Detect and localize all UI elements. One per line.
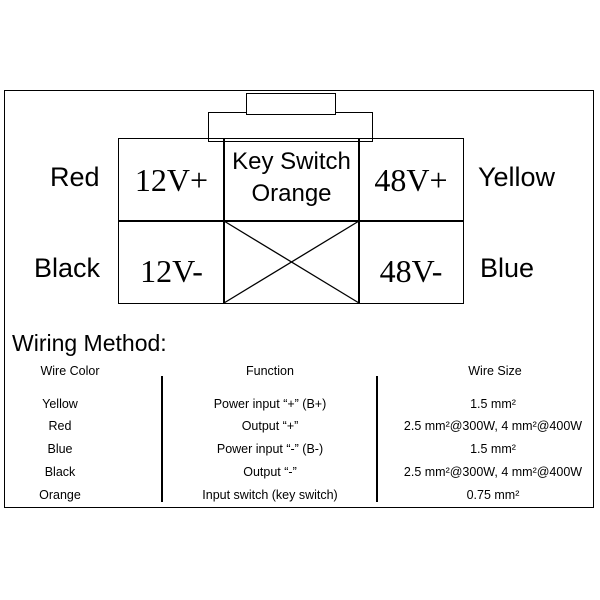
voltage-bottom-left: 12V- (140, 253, 203, 289)
row-wire-color: Blue (47, 442, 73, 456)
row-wire-size: 1.5 mm² (470, 397, 516, 411)
cell-bottom-right (358, 220, 464, 304)
wiring-method-heading: Wiring Method: (12, 330, 167, 356)
col-header-wire-size: Wire Size (468, 364, 522, 378)
diagram-frame (4, 90, 594, 508)
row-wire-size: 0.75 mm² (466, 488, 520, 502)
wire-label-blue: Blue (480, 253, 535, 283)
wire-label-yellow: Yellow (478, 162, 556, 192)
row-wire-size: 2.5 mm²@300W, 4 mm²@400W (403, 465, 583, 479)
row-wire-color: Black (44, 465, 76, 479)
cell-bottom-left (118, 220, 225, 304)
voltage-top-right: 48V+ (374, 162, 448, 198)
row-function: Power input “+” (B+) (213, 397, 327, 411)
row-wire-color: Red (48, 419, 72, 433)
wire-label-red: Red (50, 162, 100, 192)
column-divider-1 (161, 376, 163, 502)
cell-bottom-center (223, 220, 360, 304)
cell-top-left (118, 138, 225, 222)
cell-top-right (358, 138, 464, 222)
key-switch-label: Key Switch Orange (223, 146, 360, 210)
col-header-wire-color: Wire Color (40, 364, 100, 378)
row-wire-size: 2.5 mm²@300W, 4 mm²@400W (403, 419, 583, 433)
row-function: Input switch (key switch) (202, 488, 338, 502)
row-function: Power input “-” (B-) (216, 442, 324, 456)
row-wire-size: 1.5 mm² (470, 442, 516, 456)
col-header-function: Function (246, 364, 294, 378)
row-function: Output “+” (241, 419, 299, 433)
voltage-top-left: 12V+ (134, 162, 209, 198)
key-switch-line1: Key Switch (232, 148, 351, 175)
empty-slot-cross (223, 220, 360, 304)
row-wire-color: Orange (39, 488, 81, 502)
voltage-bottom-right: 48V- (379, 253, 443, 289)
connector-latch-inner (246, 93, 336, 115)
column-divider-2 (376, 376, 378, 502)
wire-label-black: Black (34, 253, 101, 283)
row-function: Output “-” (243, 465, 297, 479)
key-switch-line2: Orange (251, 180, 332, 207)
cell-top-center (223, 138, 360, 222)
row-wire-color: Yellow (42, 397, 78, 411)
